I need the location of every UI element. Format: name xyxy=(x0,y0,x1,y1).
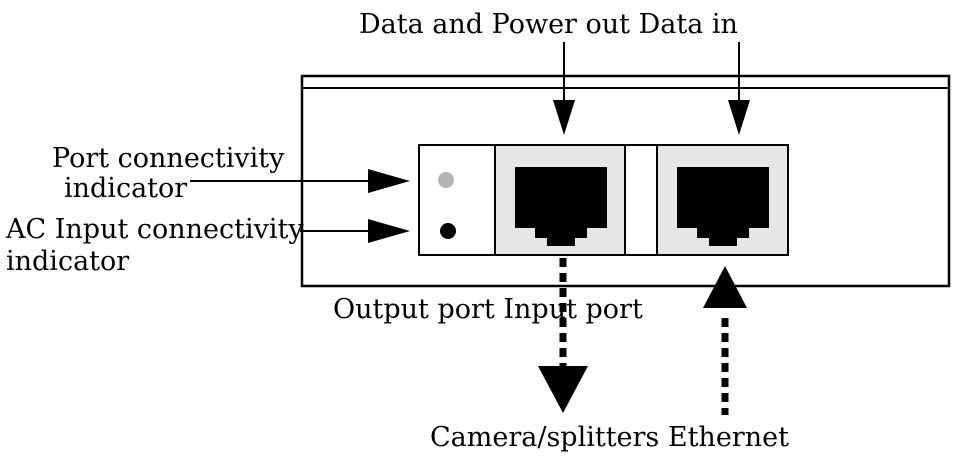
ac-input-label-line2: indicator xyxy=(6,246,129,277)
port-divider xyxy=(624,144,658,256)
ethernet-arrow xyxy=(703,266,747,415)
data-in-arrow xyxy=(728,42,750,135)
ac-input-arrow xyxy=(300,219,410,243)
input-port-jack xyxy=(677,167,769,246)
output-port xyxy=(494,144,626,256)
input-port xyxy=(656,144,789,256)
ac-input-label-line1: AC Input connectivity xyxy=(5,214,304,245)
top-label: Data and Power out Data in xyxy=(359,9,738,40)
bottom-label: Camera/splitters Ethernet xyxy=(430,422,789,453)
indicator-panel-box xyxy=(418,144,496,256)
indicator-panel xyxy=(418,144,496,256)
camera-splitters-arrow xyxy=(538,258,588,413)
data-power-out-arrow xyxy=(553,42,575,135)
port-connectivity-label-line1: Port connectivity xyxy=(52,143,285,174)
output-port-jack xyxy=(515,167,607,246)
port-connectivity-arrow xyxy=(190,169,410,193)
port-connectivity-led xyxy=(438,172,454,188)
ports-label: Output port Input port xyxy=(333,294,643,325)
ac-input-led xyxy=(440,223,456,239)
port-connectivity-label-line2: indicator xyxy=(64,173,187,204)
